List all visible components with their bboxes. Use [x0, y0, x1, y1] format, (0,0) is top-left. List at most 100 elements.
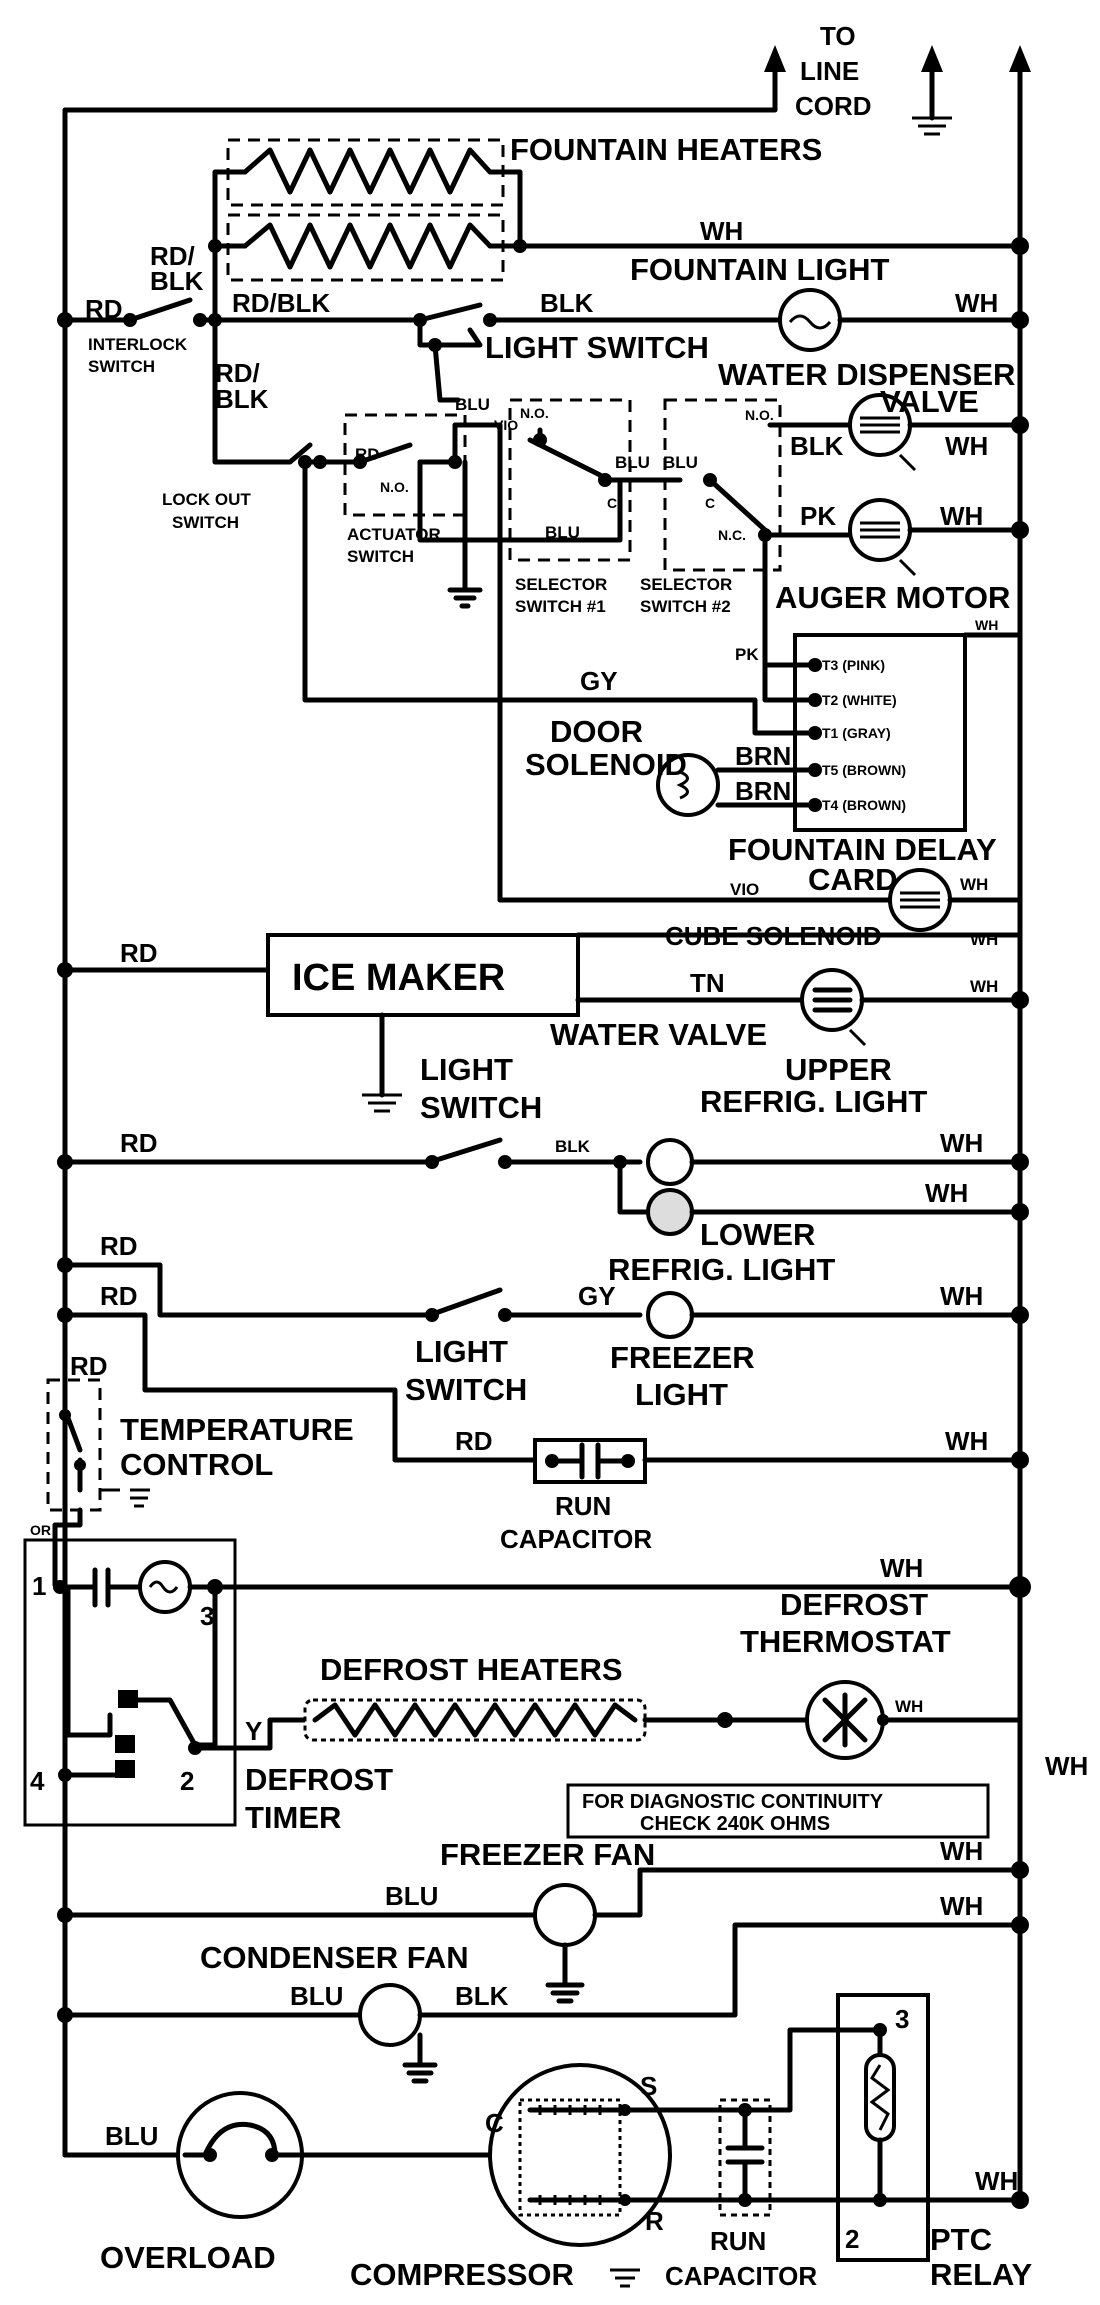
timer-pin-1: 1: [32, 1571, 46, 1601]
wire-label-blu: BLU: [455, 395, 490, 414]
wire-label-brn-2: BRN: [735, 776, 791, 806]
selector-switch-2-label-1: SELECTOR: [640, 575, 732, 594]
wire-label-blk-4: BLK: [790, 431, 844, 461]
selector2-nc-label: N.C.: [718, 527, 746, 543]
wire-label-blu-2: BLU: [615, 453, 650, 472]
cube-solenoid-label: CUBE SOLENOID: [665, 921, 882, 951]
run-capacitor-2-label-1: RUN: [710, 2226, 766, 2256]
freezer-light-icon: [646, 1291, 694, 1339]
compressor-terminal-r: R: [645, 2206, 664, 2236]
line-arrow-icon: [764, 45, 786, 72]
diagnostic-note-box: [566, 1783, 990, 1839]
ice-maker-ground-icon: [362, 1012, 402, 1113]
relay-pin-3: 3: [895, 2004, 909, 2034]
wire-label-wh-15: WH: [1045, 1751, 1088, 1781]
wire-label-gy: GY: [580, 666, 618, 696]
wire-label-wh-5: WH: [975, 617, 998, 633]
freezer-light-switch-label-2: SWITCH: [405, 1372, 527, 1407]
temperature-control-label-1: TEMPERATURE: [120, 1412, 354, 1447]
selector2-no-label: N.O.: [745, 407, 774, 423]
condenser-fan-icon: [358, 1983, 422, 2047]
ground-arrow-icon: [921, 45, 943, 72]
lower-light-label-2: REFRIG. LIGHT: [608, 1252, 835, 1287]
fountain-light-label: FOUNTAIN LIGHT: [630, 252, 890, 287]
defrost-heaters-label: DEFROST HEATERS: [320, 1652, 623, 1687]
defrost-heater-circuit: DEFROST HEATERS WH WH DEFROST THERMOSTAT…: [303, 1587, 1088, 1839]
timer-pin-4: 4: [30, 1766, 45, 1796]
freezer-fan-label: FREEZER FAN: [440, 1837, 655, 1872]
wire-label-rd-5: RD: [100, 1281, 138, 1311]
wire-label-rd-6: RD: [70, 1351, 108, 1381]
wire-label-wh-6: WH: [960, 875, 988, 894]
wire-label-blk-6: BLK: [455, 1981, 509, 2011]
freezer-light-switch-label-1: LIGHT: [415, 1334, 508, 1369]
defrost-timer-label-1: DEFROST: [245, 1762, 393, 1797]
door-solenoid-icon: [656, 753, 720, 817]
actuator-no-label: N.O.: [380, 479, 409, 495]
selector1-no-label: N.O.: [520, 405, 549, 421]
to-line-cord-label-1: TO: [820, 21, 856, 51]
terminal-t4: T4 (BROWN): [822, 797, 906, 813]
fountain-heaters: FOUNTAIN HEATERS WH: [208, 132, 1029, 323]
upper-light-label-2: REFRIG. LIGHT: [700, 1084, 927, 1119]
ice-maker-circuit: ICE MAKER RD TN WH WATER VALVE: [57, 933, 1029, 1113]
freezer-light-label-2: LIGHT: [635, 1377, 728, 1412]
wire-label-blu-6: BLU: [290, 1981, 343, 2011]
defrost-timer-circuit: OR 1 3 WH 4 2 DEFROST TIMER Y: [23, 1507, 1031, 2158]
terminal-t3: T3 (PINK): [822, 657, 885, 673]
wire-label-blu-7: BLU: [105, 2121, 158, 2151]
interlock-switch-label-2: SWITCH: [88, 357, 155, 376]
wire-label-rd-blk: RD/BLK: [232, 288, 330, 318]
selector-switch-1-label-2: SWITCH #1: [515, 597, 606, 616]
wire-label-tn: TN: [690, 968, 725, 998]
light-switch-label-2a: LIGHT: [420, 1052, 513, 1087]
wire-label-wh-8: WH: [970, 977, 998, 996]
compressor-label: COMPRESSOR: [350, 2257, 574, 2292]
actuator-switch-label-2: SWITCH: [347, 547, 414, 566]
wire-label-rd-3: RD: [120, 1128, 158, 1158]
run-capacitor-1-label-1: RUN: [555, 1491, 611, 1521]
selector2-c-label: C: [705, 495, 715, 511]
supply-ground-icon: [912, 67, 952, 136]
compressor-terminal-s: S: [640, 2071, 657, 2101]
wire-label-rd: RD: [85, 294, 123, 324]
freezer-light-circuit: RD GY WH LIGHT SWITCH FREEZER LIGHT: [57, 1231, 1029, 1412]
fountain-delay-card-label-1: FOUNTAIN DELAY: [728, 832, 997, 867]
wire-label-blk-5: BLK: [555, 1137, 591, 1156]
lock-out-switch-label-2: SWITCH: [172, 513, 239, 532]
dispenser-switch-circuit: RD/ BLK LOCK OUT SWITCH RD N.O. ACTUATOR…: [162, 317, 1029, 903]
wire-label-blk-2: BLK: [540, 288, 594, 318]
ptc-relay-label-2: RELAY: [930, 2257, 1033, 2292]
wire-label-rd-actuator: RD: [355, 445, 380, 464]
wire-label-vio: VIO: [494, 417, 518, 433]
defrost-thermostat-label-2: THERMOSTAT: [740, 1624, 951, 1659]
freezer-fan-circuit: BLU WH FREEZER FAN: [57, 1836, 1029, 2004]
selector-switch-1-label-1: SELECTOR: [515, 575, 607, 594]
ice-maker-label: ICE MAKER: [292, 957, 505, 999]
defrost-thermostat-label-1: DEFROST: [780, 1587, 928, 1622]
diagnostic-note-line-1: FOR DIAGNOSTIC CONTINUITY: [582, 1791, 884, 1813]
interlock-switch-label-1: INTERLOCK: [88, 335, 188, 354]
compressor-circuit: BLU OVERLOAD C S R COMPRESSOR RUN CAPACI…: [62, 1993, 1033, 2292]
wire-label-wh-10: WH: [925, 1178, 968, 1208]
auger-motor-label: AUGER MOTOR: [775, 580, 1010, 615]
upper-light-label-1: UPPER: [785, 1052, 892, 1087]
selector-switch-2-label-2: SWITCH #2: [640, 597, 731, 616]
wire-label-vio-2: VIO: [730, 880, 759, 899]
wire-label-wh: WH: [700, 216, 743, 246]
wire-label-wh-17: WH: [940, 1891, 983, 1921]
condenser-fan-label: CONDENSER FAN: [200, 1940, 469, 1975]
fountain-delay-card: WH T3 (PINK) T2 (WHITE) T1 (GRAY) T5 (BR…: [302, 459, 1023, 897]
overload-label: OVERLOAD: [100, 2240, 276, 2275]
terminal-t1: T1 (GRAY): [822, 725, 891, 741]
ice-maker-box: [266, 933, 580, 1017]
freezer-fan-icon: [533, 1883, 597, 1947]
actuator-switch-label-1: ACTUATOR: [347, 525, 441, 544]
wire-label-blk: BLK: [150, 266, 204, 296]
light-switch-label: LIGHT SWITCH: [485, 330, 709, 365]
fountain-delay-card-label-2: CARD: [808, 862, 898, 897]
selector1-c-label: C: [607, 495, 617, 511]
defrost-timer-label-2: TIMER: [245, 1800, 341, 1835]
wire-label-wh-13: WH: [880, 1553, 923, 1583]
